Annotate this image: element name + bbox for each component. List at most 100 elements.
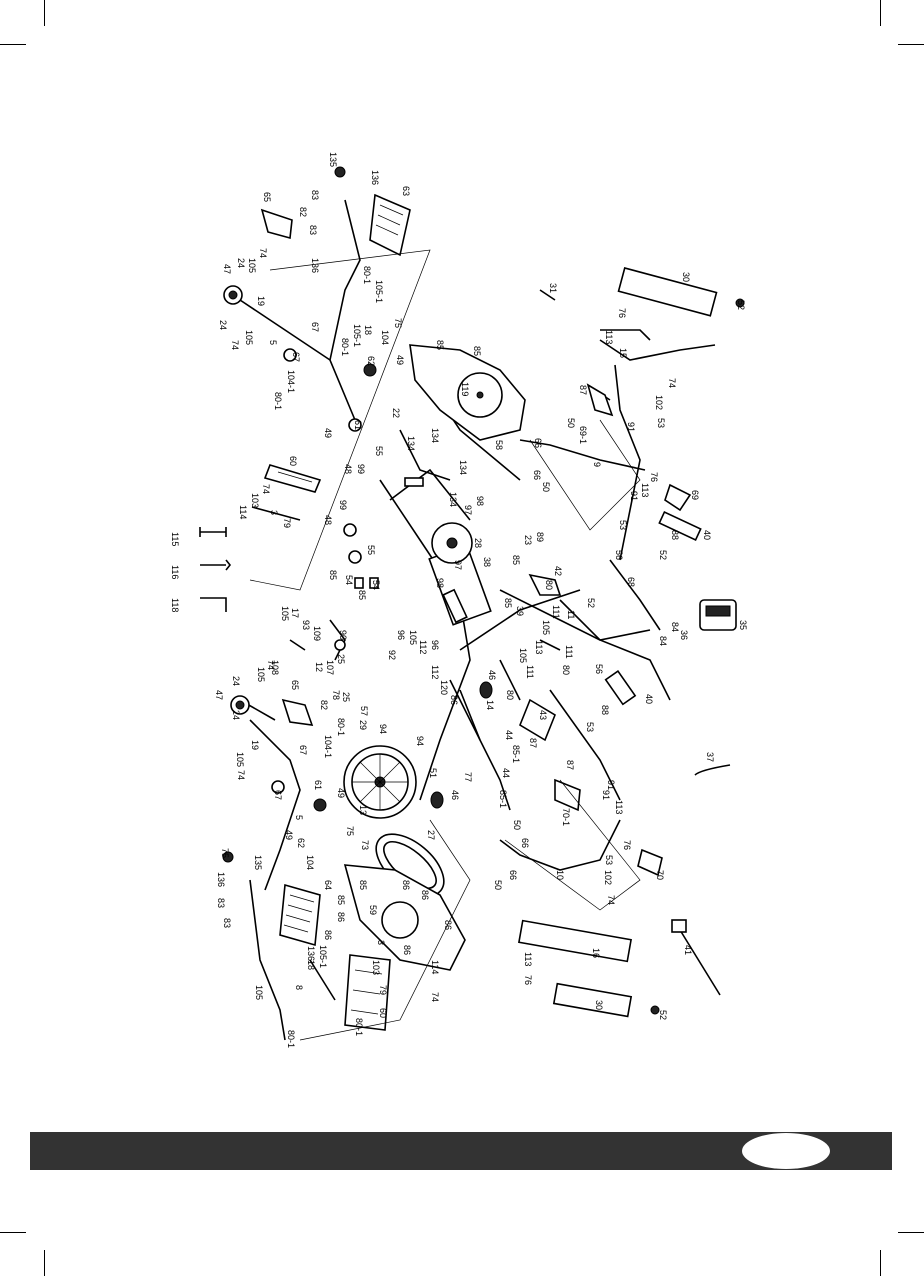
page-number bbox=[742, 1133, 830, 1169]
callout-label: 5 bbox=[268, 340, 278, 345]
callout-label: 70 bbox=[655, 870, 665, 880]
callout-label: 56 bbox=[594, 664, 604, 674]
callout-label: 47 bbox=[222, 264, 232, 274]
callout-label: 67 bbox=[298, 745, 308, 755]
callout-label: 66 bbox=[520, 838, 530, 848]
callout-label: 102 bbox=[654, 395, 664, 410]
callout-label: 62 bbox=[366, 356, 376, 366]
callout-label: 136 bbox=[216, 872, 226, 887]
callout-label: 74 bbox=[667, 378, 677, 388]
callout-label: 75 bbox=[345, 826, 355, 836]
callout-label: 112 bbox=[430, 665, 440, 679]
callout-label: 80-1 bbox=[362, 266, 372, 284]
callout-label: 105 bbox=[235, 752, 245, 767]
callout-label: 99 bbox=[356, 464, 366, 474]
callout-label: 74 bbox=[266, 660, 276, 670]
callout-label: 60 bbox=[378, 1008, 388, 1018]
callout-label: 94 bbox=[415, 736, 425, 746]
callout-label: 25 bbox=[336, 654, 346, 664]
callout-label: 136 bbox=[306, 946, 316, 961]
callout-label: 12 bbox=[314, 662, 324, 672]
crop-mark bbox=[44, 0, 45, 26]
callout-label: 105 bbox=[254, 985, 264, 1000]
callout-label: 113 bbox=[614, 800, 624, 814]
callout-label: 24 bbox=[231, 676, 241, 686]
crop-mark bbox=[0, 44, 26, 45]
callout-label: 24 bbox=[231, 710, 241, 720]
callout-label: 14 bbox=[485, 700, 495, 710]
callout-label: 74 bbox=[258, 248, 268, 258]
callout-label: 77 bbox=[463, 772, 473, 782]
callout-label: 47 bbox=[214, 690, 224, 700]
callout-label: 82 bbox=[298, 207, 308, 217]
callout-label: 113 bbox=[640, 483, 650, 497]
callout-label: 105-1 bbox=[374, 280, 384, 303]
callout-label: 35 bbox=[738, 620, 748, 630]
callout-label: 50 bbox=[512, 820, 522, 830]
callout-label: 111 bbox=[525, 665, 535, 679]
callout-label: 96 bbox=[396, 630, 406, 640]
callout-label: 85 bbox=[472, 346, 482, 356]
callout-label: 80-1 bbox=[340, 338, 350, 356]
callout-label: 67 bbox=[291, 352, 301, 362]
callout-label: 63 bbox=[401, 186, 411, 196]
callout-label: 85-1 bbox=[511, 745, 521, 763]
callout-label: 39 bbox=[515, 606, 525, 616]
callout-label: 50 bbox=[566, 418, 576, 428]
callout-label: 29 bbox=[358, 720, 368, 730]
callout-label: 90 bbox=[338, 630, 348, 640]
callout-label: 52 bbox=[658, 1010, 668, 1020]
callout-label: 74 bbox=[430, 992, 440, 1002]
callout-label: 105 bbox=[408, 630, 418, 645]
callout-label: 40 bbox=[702, 530, 712, 540]
callout-label: 111 bbox=[551, 605, 561, 619]
callout-label: 80 bbox=[544, 580, 554, 590]
callout-label: 102 bbox=[603, 870, 613, 885]
callout-label: 104-1 bbox=[286, 370, 296, 393]
callout-label: 53 bbox=[585, 722, 595, 732]
callout-label: 104-1 bbox=[323, 735, 333, 758]
callout-label: 5 bbox=[294, 815, 304, 820]
callout-label: 134 bbox=[430, 428, 440, 443]
callout-label: 60 bbox=[288, 456, 298, 466]
callout-label: 50 bbox=[541, 482, 551, 492]
callout-label: 105 bbox=[247, 258, 257, 273]
callout-label: 25 bbox=[341, 692, 351, 702]
crop-mark bbox=[898, 1232, 924, 1233]
callout-label: 44 bbox=[504, 730, 514, 740]
callout-label: 46 bbox=[487, 670, 497, 680]
callout-label: 83 bbox=[308, 225, 318, 235]
callout-label: 43 bbox=[538, 710, 548, 720]
callout-label: 88 bbox=[600, 705, 610, 715]
callout-label: 75 bbox=[220, 848, 230, 858]
callout-label: 10 bbox=[555, 870, 565, 880]
callout-label: 105-1 bbox=[352, 324, 362, 347]
callout-label: 103 bbox=[371, 960, 381, 975]
callout-label: 85 bbox=[357, 590, 367, 600]
callout-label: 118 bbox=[170, 598, 180, 612]
callout-label: 30 bbox=[594, 1000, 604, 1010]
callout-label: 37 bbox=[705, 752, 715, 762]
callout-label: 17 bbox=[290, 608, 300, 618]
callout-label: 13 bbox=[358, 805, 368, 815]
callout-label: 69 bbox=[690, 490, 700, 500]
callout-label: 11 bbox=[566, 610, 576, 619]
callout-label: 30 bbox=[681, 272, 691, 282]
callout-label: 38 bbox=[482, 557, 492, 567]
callout-label: 88 bbox=[670, 530, 680, 540]
callout-label: 53 bbox=[618, 520, 628, 530]
callout-label: 91 bbox=[606, 780, 616, 790]
callout-label: 85 bbox=[358, 880, 368, 890]
callout-label: 53 bbox=[604, 855, 614, 865]
callout-label: 136 bbox=[370, 170, 380, 185]
callout-label: 86 bbox=[420, 890, 430, 900]
callout-label: 86 bbox=[449, 695, 459, 705]
crop-mark bbox=[0, 1232, 26, 1233]
callout-label: 24 bbox=[236, 258, 246, 268]
callout-label: 97 bbox=[453, 560, 463, 570]
callout-label: 58 bbox=[494, 440, 504, 450]
callout-label: 85 bbox=[328, 570, 338, 580]
callout-label: 9 bbox=[592, 462, 602, 467]
callout-label: 28 bbox=[473, 538, 483, 548]
callout-label: 80-1 bbox=[354, 1018, 364, 1036]
